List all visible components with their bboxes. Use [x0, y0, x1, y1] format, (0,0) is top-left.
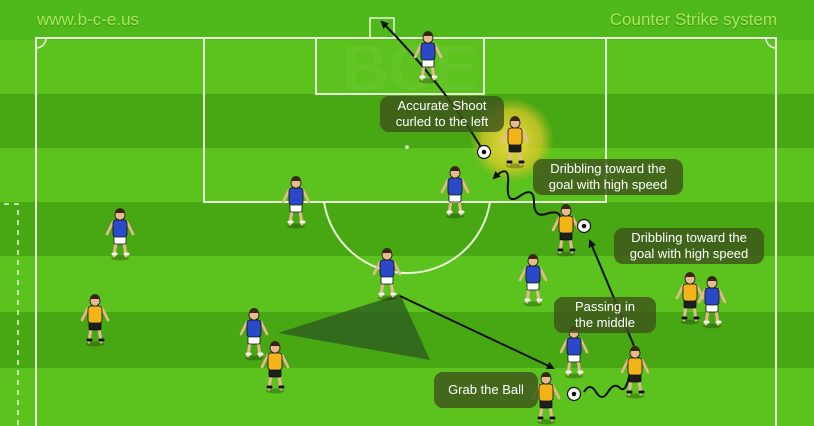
callout-line: Dribbling toward the: [550, 161, 666, 176]
goalkeeper-icon: [413, 31, 443, 84]
callout-line: Passing in: [575, 299, 635, 314]
callout-line: the middle: [575, 315, 635, 330]
corner-arc-right: [765, 37, 777, 49]
player-blue-icon: [559, 326, 589, 379]
callout-grab-the-ball: Grab the Ball: [434, 372, 538, 408]
goal-frame: [369, 17, 395, 39]
players: [80, 31, 727, 425]
callout-line: Accurate Shoot: [397, 98, 487, 113]
callout-dribbling-right: Dribbling toward the goal with high spee…: [614, 228, 764, 264]
player-blue-icon: [440, 166, 470, 219]
player-blue-icon: [518, 254, 548, 307]
ball-icon: [576, 218, 592, 234]
player-blue-icon: [372, 248, 402, 301]
ball-icon: [566, 386, 582, 402]
player-yellow-icon: [620, 346, 650, 399]
bce-watermark: BCE: [342, 32, 477, 104]
diagram-title: Counter Strike system: [609, 10, 777, 29]
callout-passing: Passing in the middle: [554, 297, 656, 333]
penalty-arc: [323, 201, 491, 275]
player-yellow-icon: [80, 294, 110, 347]
player-blue-icon: [281, 176, 311, 229]
shot-arrow: [380, 20, 487, 157]
callout-line: goal with high speed: [548, 177, 668, 192]
balls: [476, 144, 592, 402]
penalty-spot: [405, 145, 409, 149]
passing-lane-shadow: [278, 294, 430, 360]
callout-line: curled to the left: [395, 114, 489, 129]
player-blue-icon: [239, 308, 269, 361]
player-blue-icon: [697, 276, 727, 329]
callout-line: Dribbling toward the: [631, 230, 747, 245]
player-yellow-icon: [260, 341, 290, 394]
callout-accurate-shoot: Accurate Shoot curled to the left: [380, 96, 504, 132]
player-blue-icon: [105, 208, 135, 261]
callout-dribbling-top: Dribbling toward the goal with high spee…: [533, 159, 683, 195]
player-yellow-icon: [551, 204, 581, 257]
ball-icon: [476, 144, 492, 160]
player-yellow-icon: [531, 372, 561, 425]
pitch-lines: [4, 17, 777, 426]
callout-line: goal with high speed: [629, 246, 749, 261]
website-label[interactable]: www.b-c-e.us: [37, 10, 140, 29]
side-dashed-line: [4, 203, 19, 426]
corner-arc-left: [35, 37, 47, 49]
goal-area: [315, 37, 485, 95]
run-arrow-to-ball: [399, 295, 555, 370]
player-yellow-icon: [500, 116, 530, 169]
player-yellow-icon: [675, 272, 705, 325]
dribble-arrow-middle: [492, 170, 573, 229]
